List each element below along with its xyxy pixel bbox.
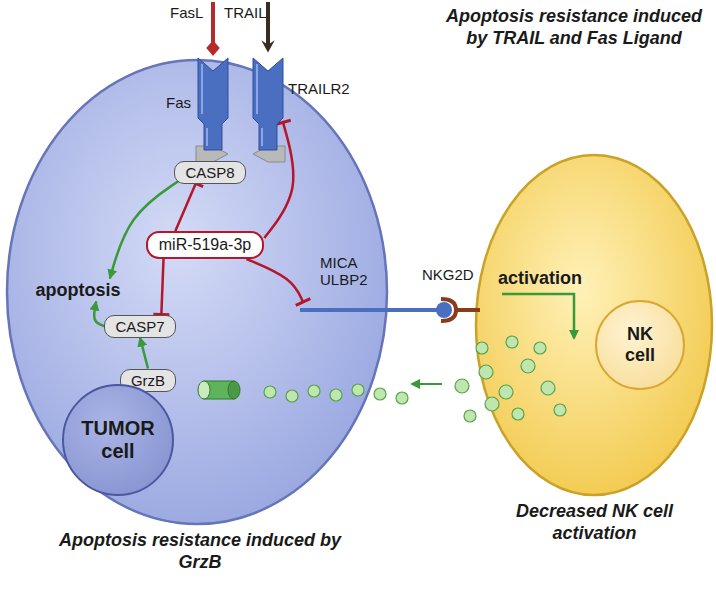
trail-ligand (266, 2, 270, 48)
granule (330, 389, 342, 401)
granule (264, 386, 276, 398)
granule (396, 392, 408, 404)
inhibition-line (246, 259, 303, 302)
granule (308, 385, 320, 397)
node-label: CASP7 (115, 318, 164, 335)
section-heading: Decreased NK cell activation (492, 501, 697, 544)
receptor-stalk (456, 308, 480, 312)
receptor-body (198, 58, 228, 150)
node-label: MICA ULBP2 (320, 254, 380, 289)
trailr2-receptor-shape (253, 58, 283, 150)
nk-cell-membrane (476, 155, 712, 495)
granule (521, 359, 535, 373)
node-label: CASP8 (185, 164, 234, 181)
granule (534, 342, 546, 354)
node-label: apoptosis (35, 280, 120, 301)
granule (352, 384, 364, 396)
release-arrow (412, 383, 442, 385)
node-label: TUMOR cell (79, 417, 157, 463)
granule (512, 408, 524, 420)
node-label: NK cell (615, 324, 665, 365)
fas-receptor: Fas (198, 58, 228, 150)
granule (485, 397, 499, 411)
node-label: NKG2D (422, 266, 474, 283)
activation-arrow (140, 338, 148, 369)
activation-arrow (502, 294, 574, 338)
perforin-pore (198, 381, 240, 399)
section-heading: Apoptosis resistance induced by TRAIL an… (438, 6, 710, 49)
tumor-cell-membrane (7, 60, 387, 524)
granule (499, 385, 513, 399)
node-label: TRAILR2 (288, 80, 350, 97)
nkg2d-receptor-shape (436, 296, 480, 324)
trailr2-receptor: TRAILR2 (253, 58, 283, 150)
granule (541, 381, 555, 395)
caspase-box: CASP7 (104, 315, 175, 338)
granule (476, 342, 488, 354)
granule (455, 379, 469, 393)
node-label: miR-519a-3p (159, 236, 251, 254)
receptor-cup (441, 299, 456, 321)
granule (506, 336, 518, 348)
granzyme-granules (264, 336, 566, 422)
nk-nucleus: NK cell (595, 300, 685, 390)
process-label: activation (498, 268, 582, 289)
tumor-nucleus: TUMOR cell (62, 384, 174, 496)
granule (374, 388, 386, 400)
inhibition-line (175, 184, 195, 232)
activation-arrow (94, 302, 104, 327)
apoptosis-label: apoptosis (32, 279, 123, 302)
activation-arrow (110, 180, 180, 278)
mirna-box: miR-519a-3p (146, 231, 264, 259)
fasl-ligand (211, 2, 215, 48)
granule (554, 404, 566, 416)
ligand-name: FasL (170, 4, 203, 21)
receptor-highlight (257, 64, 262, 146)
receptor-body (253, 58, 283, 150)
nkg2d-receptor: NKG2D (436, 296, 480, 324)
inhibition-line (161, 259, 163, 315)
granule (479, 365, 493, 379)
granule (286, 390, 298, 402)
fas-receptor-shape (198, 58, 228, 150)
ligand-head (436, 302, 452, 318)
granule (464, 410, 476, 422)
ligand-name: TRAIL (224, 4, 267, 21)
mica-ligand: MICA ULBP2 (300, 302, 452, 318)
section-heading: Apoptosis resistance induced by GrzB (55, 530, 345, 573)
node-label: GrzB (131, 372, 165, 389)
ligand-stalk (300, 308, 438, 312)
node-label: Fas (166, 94, 191, 111)
receptor-highlight (202, 64, 207, 146)
caspase-box: CASP8 (174, 161, 245, 184)
mica-ligand-shape (300, 302, 452, 318)
